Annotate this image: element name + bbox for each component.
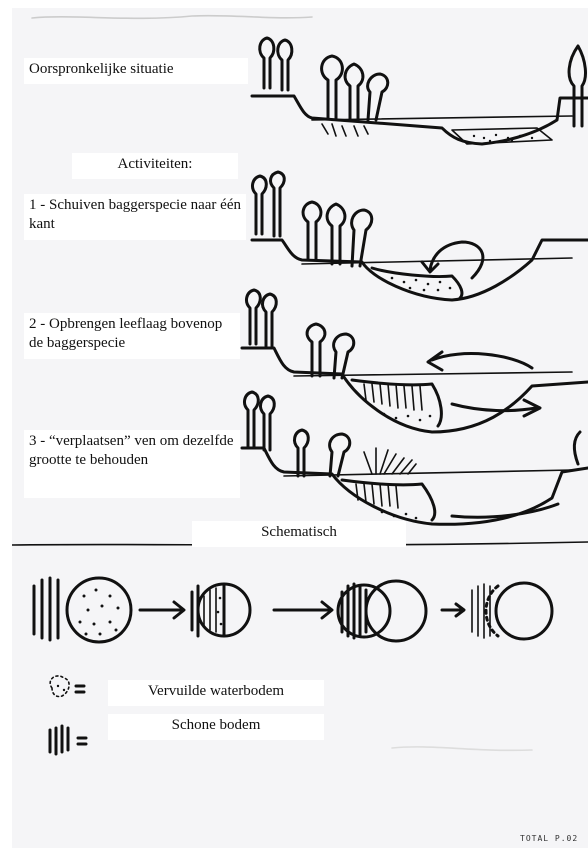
fax-page-total: TOTAL P.02 — [520, 834, 578, 843]
arrow-icon — [140, 602, 184, 618]
label-step2: 2 - Opbrengen leeflaag bovenop de bagger… — [24, 313, 240, 359]
tree-icon — [307, 324, 354, 378]
contaminated-circle — [67, 578, 131, 642]
label-schematic: Schematisch — [192, 521, 406, 547]
legend-clean-label: Schone bodem — [108, 714, 324, 740]
grass-icon — [364, 448, 416, 474]
tree-icon — [260, 38, 292, 90]
stage1-hatching — [34, 578, 58, 640]
label-original-situation: Oorspronkelijke situatie — [24, 58, 248, 84]
legend-hatching-symbol — [50, 726, 86, 754]
step1-cross-section — [252, 172, 588, 300]
tree-icon — [247, 290, 277, 346]
original-cross-section — [252, 38, 588, 144]
tree-icon — [253, 172, 285, 236]
header-scribble — [32, 16, 312, 19]
legend-contaminated-label: Vervuilde waterbodem — [108, 680, 324, 706]
tree-icon — [303, 202, 372, 266]
label-step3: 3 - “verplaatsen” ven om dezelfde groott… — [24, 430, 240, 498]
label-activities: Activiteiten: — [72, 153, 238, 179]
tree-icon — [569, 46, 585, 126]
tree-icon — [322, 56, 388, 120]
schematic-sequence — [34, 578, 552, 642]
arrow-icon — [274, 602, 332, 618]
label-step1: 1 - Schuiven baggerspecie naar één kant — [24, 194, 246, 240]
fax-page: Oorspronkelijke situatie Activiteiten: 1… — [12, 8, 588, 848]
tree-icon — [295, 430, 350, 476]
arrow-icon — [442, 604, 464, 616]
legend-dotted-symbol — [50, 676, 84, 697]
tree-icon — [245, 392, 275, 450]
step2-cross-section — [242, 290, 588, 432]
step3-cross-section — [242, 392, 588, 524]
clean-circle — [496, 583, 552, 639]
scan-smudge — [392, 747, 532, 750]
